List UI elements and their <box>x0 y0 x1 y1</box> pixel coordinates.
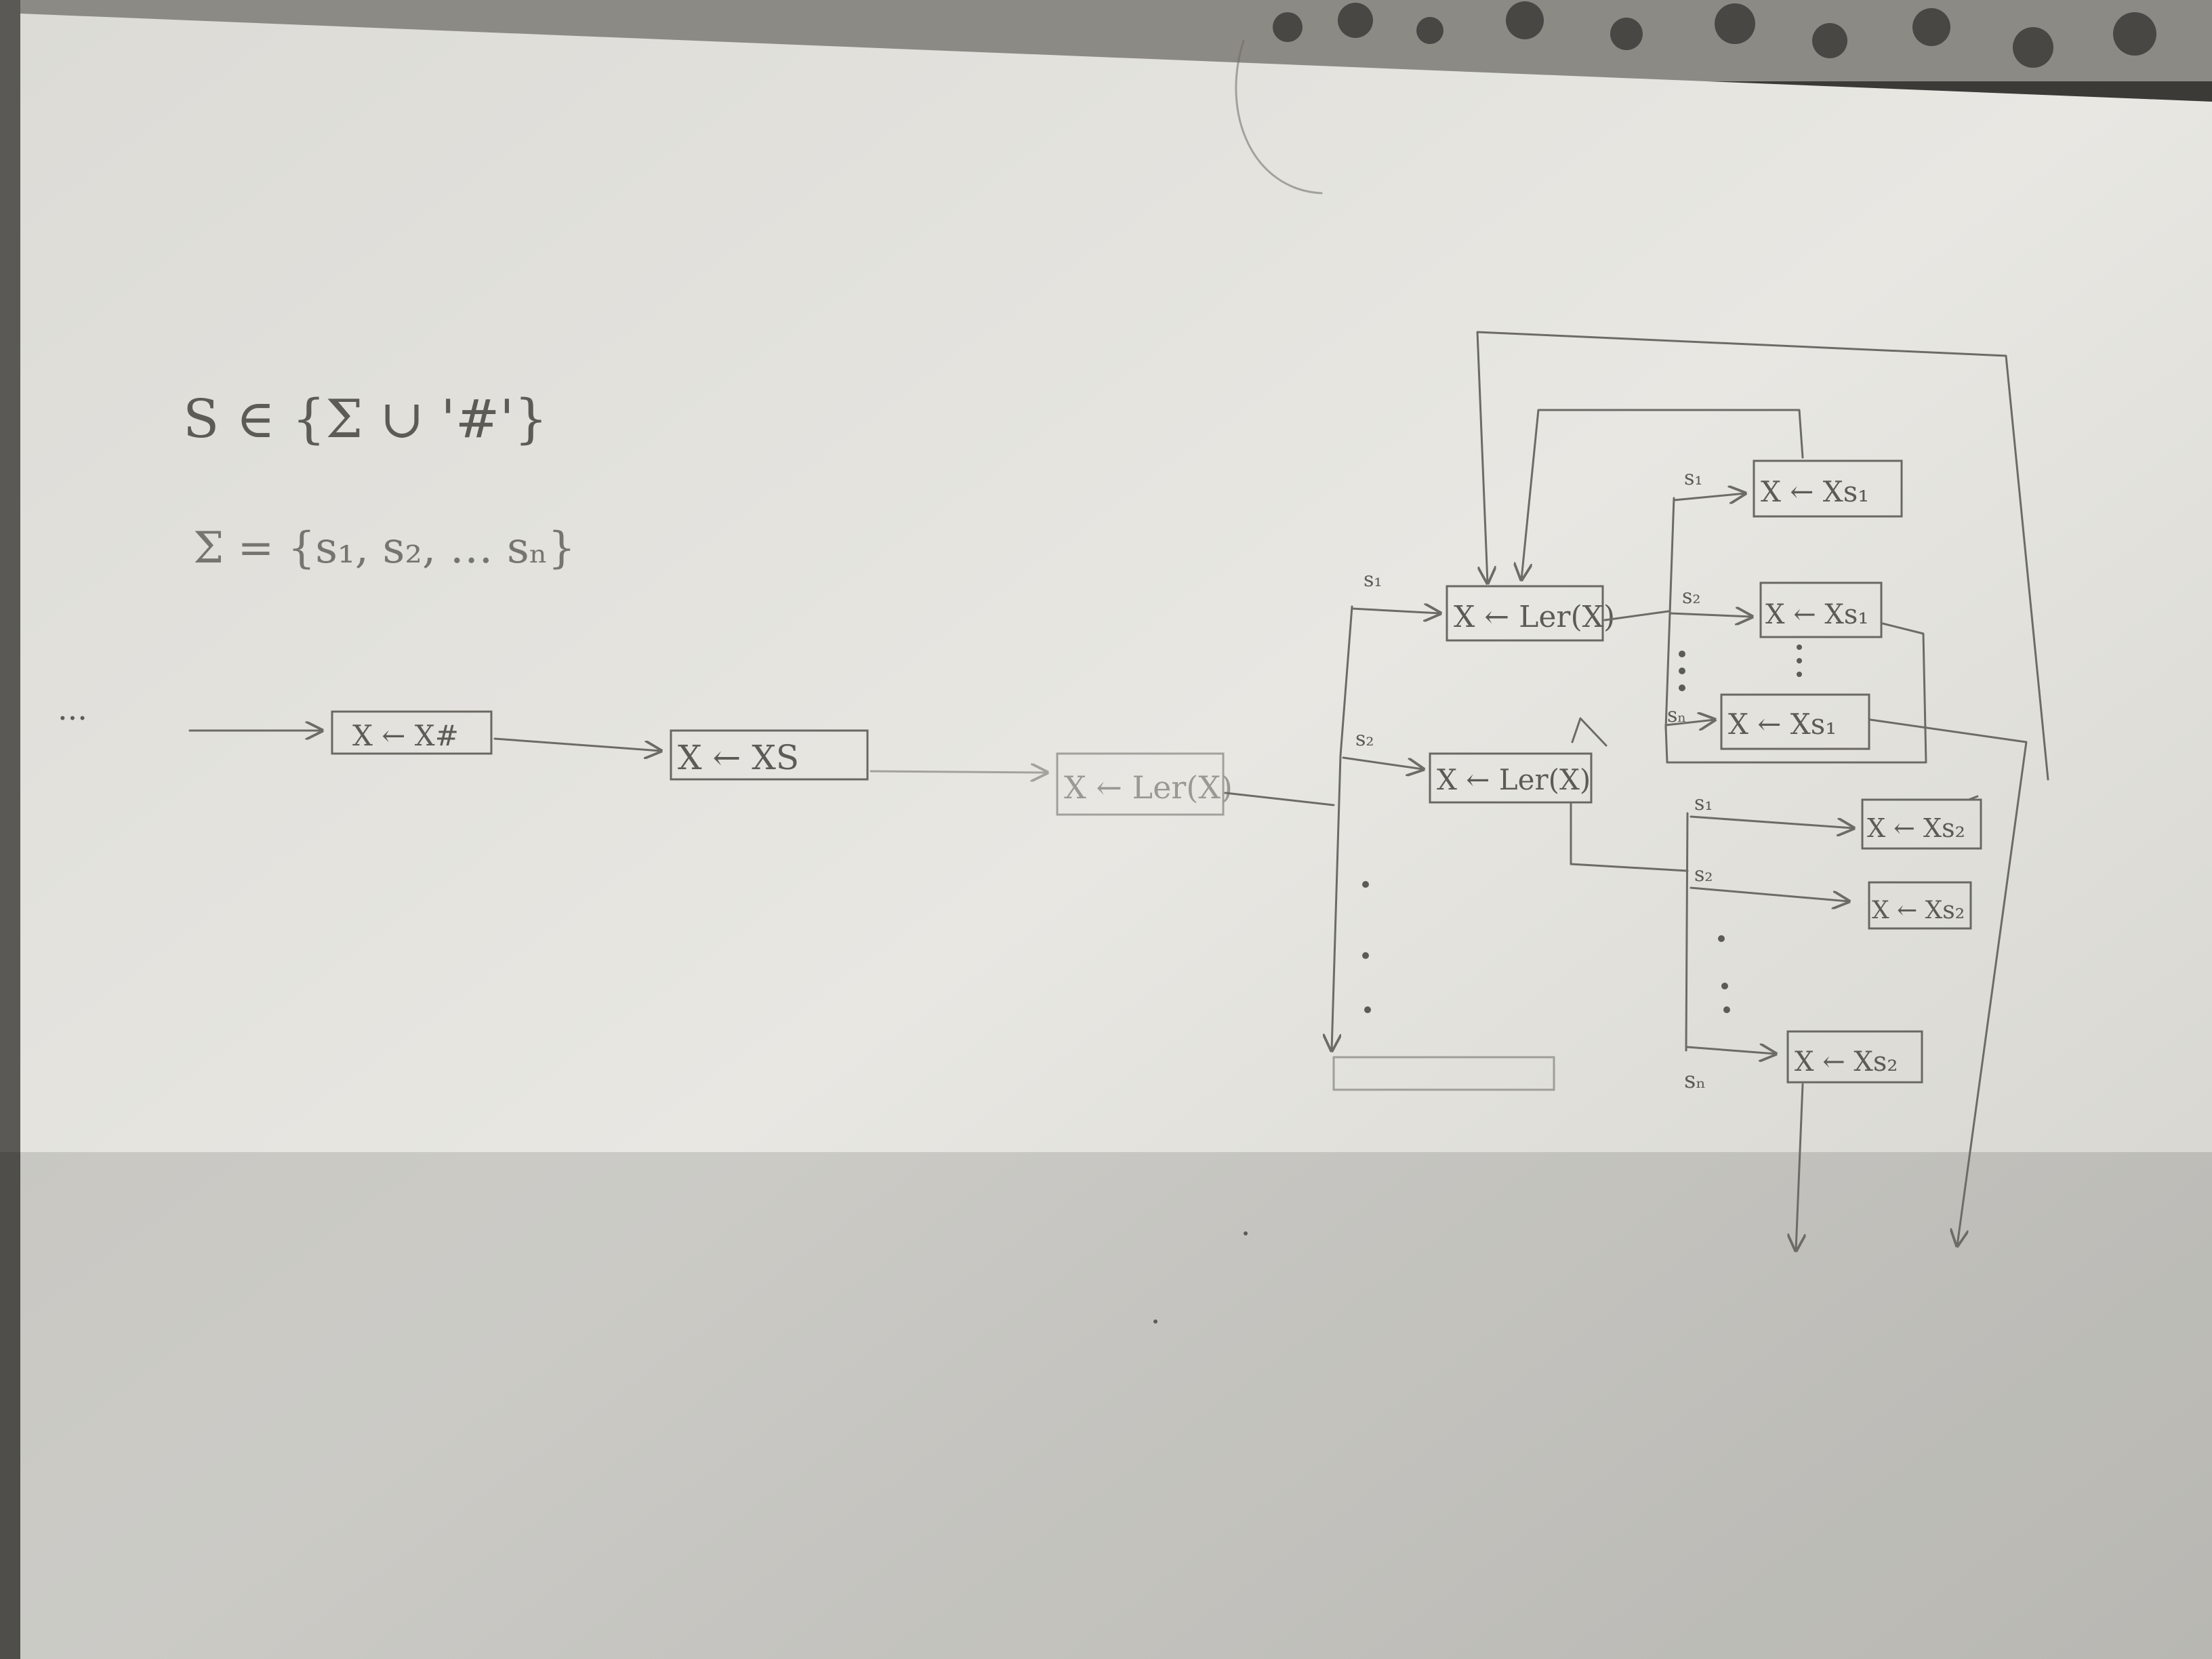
xs1-box-3: X ← Xs₁ <box>1720 693 1870 750</box>
stray-arc <box>1235 39 1323 194</box>
right-bottom-dots <box>1718 935 1730 1013</box>
chain-box-2-label: X ← XS <box>678 738 799 777</box>
xs2-box-3: X ← Xs₂ <box>1786 1030 1923 1084</box>
label-sn-bottom: sₙ <box>1684 1067 1706 1094</box>
notation-line2: Σ = {s₁, s₂, … sₙ} <box>193 523 575 573</box>
small-hook <box>1571 717 1607 747</box>
arrow-s2-to-ler <box>1342 756 1423 769</box>
chain-box-3: X ← Ler(X) <box>1056 752 1233 816</box>
arrow-to-xs2-1 <box>1689 815 1853 828</box>
arrow-to-xs2-2 <box>1689 886 1849 901</box>
wire-ler2-to-right <box>1570 802 1689 872</box>
label-s1-top: s₁ <box>1684 466 1702 490</box>
chain-ellipsis: ... <box>58 691 87 727</box>
arrow-to-xs1-1 <box>1673 493 1745 500</box>
xs1-box-1: X ← Xs₁ <box>1753 459 1903 518</box>
left-edge-background <box>0 0 20 1659</box>
arrow-box1-to-box2 <box>493 737 661 751</box>
xs1-box-2: X ← Xs₁ <box>1759 581 1883 638</box>
outer-feedback-loop <box>1476 331 2049 781</box>
chain-box-3-label: X ← Ler(X) <box>1064 769 1233 806</box>
faint-sn-box <box>1332 1056 1555 1091</box>
xs2-box-2-label: X ← Xs₂ <box>1872 897 1965 924</box>
shadow-overlay <box>0 1152 2212 1659</box>
label-s1-bottom: s₁ <box>1694 792 1713 815</box>
xs1-box-3-label: X ← Xs₁ <box>1728 708 1837 741</box>
notation-line1: S ∈ {Σ ∪ '#'} <box>183 389 548 450</box>
wire-ler1-to-right <box>1603 610 1670 621</box>
wire-box3-to-bus <box>1224 792 1335 806</box>
arrow-to-xs1-3 <box>1664 720 1715 725</box>
inner-feedback-loop <box>1521 409 1804 579</box>
chain-box-2: X ← XS <box>670 729 869 781</box>
arrow-to-xs1-2 <box>1669 613 1752 617</box>
wire-xs2-down <box>1796 1083 1803 1250</box>
wire-xs1-down <box>1869 718 2028 1246</box>
arrow-s1-to-ler <box>1351 609 1440 613</box>
vertical-bus <box>1332 605 1353 1050</box>
xs2-box-1-label: X ← Xs₂ <box>1867 813 1965 843</box>
label-s2-main: s₂ <box>1355 727 1374 751</box>
arrow-box2-to-box3 <box>869 771 1047 773</box>
xs1-group-outline <box>1664 622 1927 764</box>
xs2-box-1: X ← Xs₂ <box>1861 798 1982 850</box>
xs2-stub <box>1967 795 1979 801</box>
stray-mark-1 <box>1244 1231 1248 1235</box>
right-bottom-bus <box>1685 812 1689 1052</box>
ler-box-s1-label: X ← Ler(X) <box>1454 600 1615 634</box>
ler-box-s2: X ← Ler(X) <box>1429 752 1593 804</box>
xs1-box-2-label: X ← Xs₁ <box>1765 599 1868 630</box>
bus-dots <box>1362 881 1371 1013</box>
label-s1-main: s₁ <box>1364 568 1382 592</box>
chain-box-1-label: X ← X# <box>352 719 459 752</box>
lace-pattern <box>1273 1 2156 68</box>
stray-mark-2 <box>1153 1319 1158 1324</box>
arrow-to-xs2-3 <box>1686 1047 1776 1054</box>
right-top-dots <box>1679 644 1802 691</box>
paper-sheet <box>20 14 2212 1659</box>
ler-box-s1: X ← Ler(X) <box>1446 585 1615 642</box>
xs1-box-1-label: X ← Xs₁ <box>1761 475 1869 508</box>
label-s2-top: s₂ <box>1682 585 1700 609</box>
xs2-box-2: X ← Xs₂ <box>1868 881 1972 930</box>
xs2-box-3-label: X ← Xs₂ <box>1795 1046 1898 1078</box>
ler-box-s2-label: X ← Ler(X) <box>1437 763 1591 796</box>
chain-box-1: X ← X# <box>331 710 493 755</box>
label-s2-bottom: s₂ <box>1694 863 1713 886</box>
